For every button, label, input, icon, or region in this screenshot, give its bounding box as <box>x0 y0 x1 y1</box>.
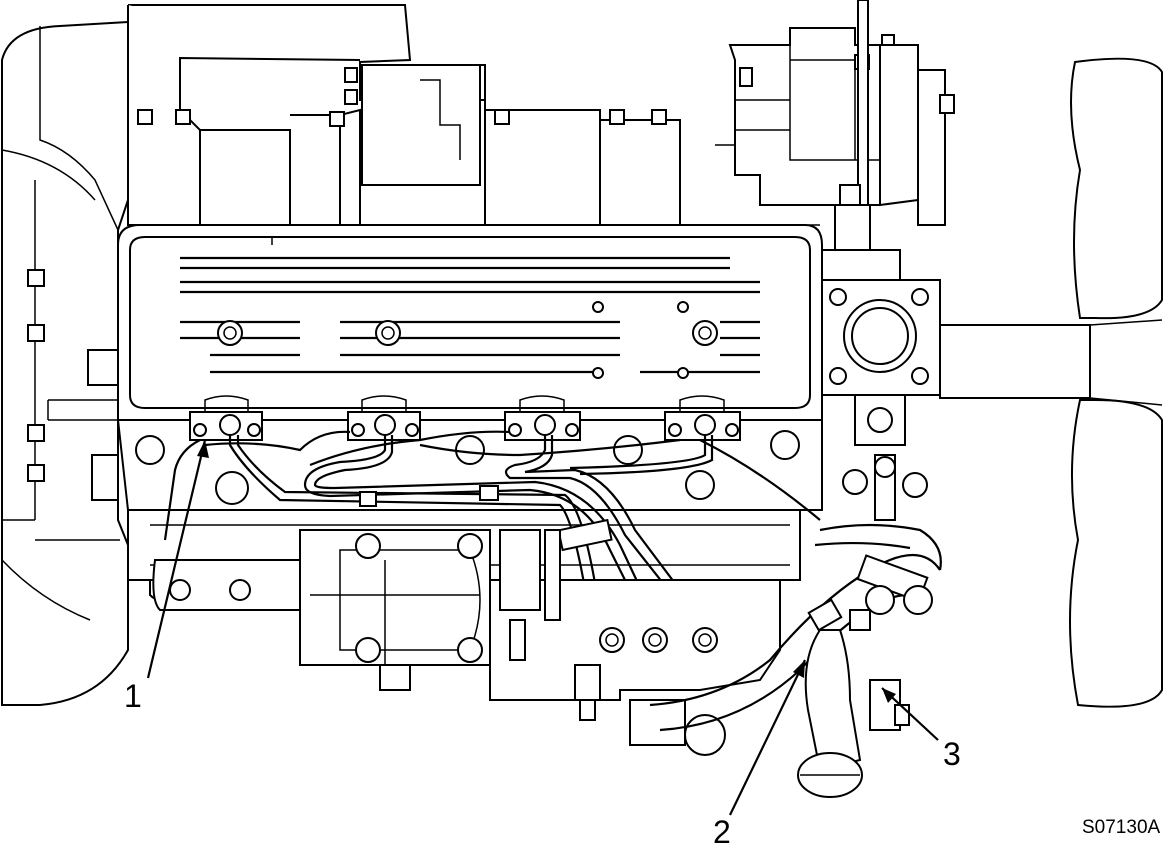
injector-2 <box>347 395 421 441</box>
callout-1: 1 <box>124 678 142 714</box>
thermostat-housing <box>821 249 941 446</box>
injection-pump <box>489 529 781 756</box>
injector-4 <box>664 395 741 441</box>
injector-1 <box>189 395 263 441</box>
coolant-hoses <box>649 454 942 732</box>
cooling-fan <box>939 57 1163 708</box>
intake-manifold <box>127 4 820 226</box>
injectors <box>189 395 741 441</box>
leak-off-pipes <box>163 430 821 541</box>
callout-3: 3 <box>943 736 961 772</box>
injector-3 <box>504 395 581 441</box>
injection-pipes <box>228 435 714 641</box>
flywheel-housing <box>1 20 129 706</box>
callout-2: 2 <box>713 814 731 850</box>
alternator <box>715 0 955 251</box>
oil-filler-neck <box>797 629 910 798</box>
callout-leaders <box>146 439 939 816</box>
figure-reference-code: S07130A <box>1082 817 1161 838</box>
water-pump-housing <box>152 529 491 691</box>
rocker-cover <box>117 224 823 421</box>
